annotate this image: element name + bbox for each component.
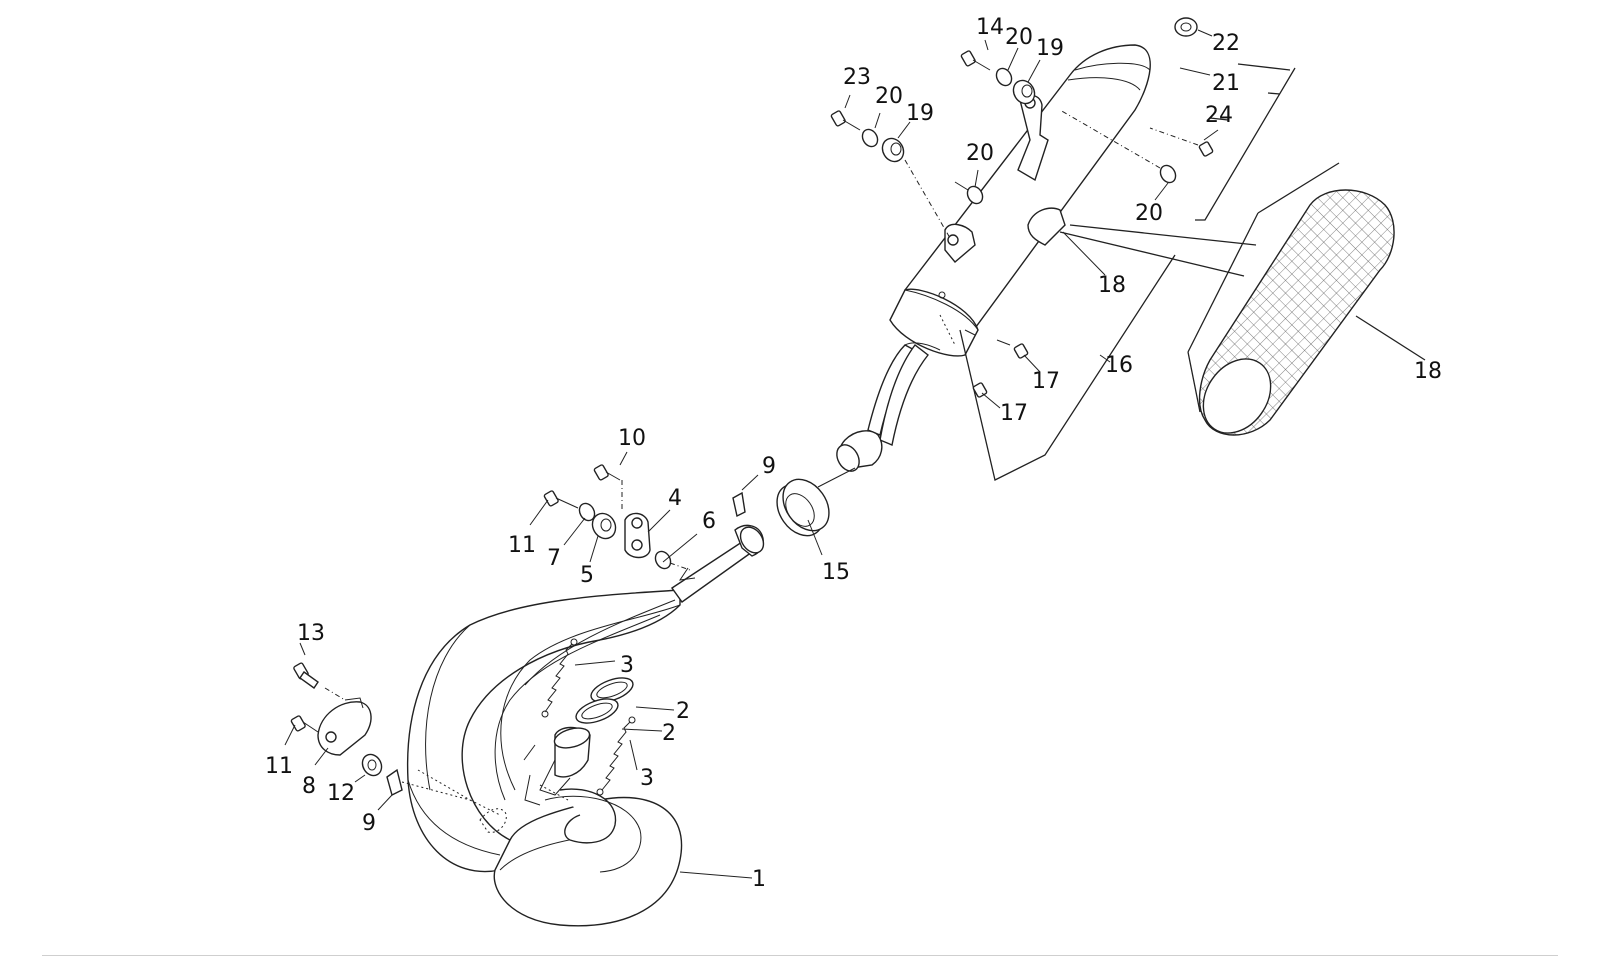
callout-6: 6	[702, 509, 716, 534]
spring-lower	[596, 716, 636, 796]
callout-20: 20	[1005, 25, 1033, 50]
expansion-chamber-pipe	[406, 589, 683, 927]
bolt-11-lower	[290, 715, 319, 733]
callout-9: 9	[362, 811, 376, 836]
clip-9-upper	[732, 491, 746, 518]
callout-20: 20	[966, 141, 994, 166]
callout-24: 24	[1205, 103, 1233, 128]
bolt-11-upper	[543, 490, 579, 509]
header-pipe	[671, 524, 765, 603]
grommet-19a	[881, 137, 951, 239]
coupling-sleeve	[776, 467, 856, 537]
callout-11: 11	[508, 533, 536, 558]
washer-20c	[954, 181, 984, 205]
mount-bracket-upper	[624, 512, 651, 559]
callout-12: 12	[327, 781, 355, 806]
washer-7	[578, 502, 596, 522]
bolt-23	[830, 110, 861, 131]
callout-23: 23	[843, 65, 871, 90]
footer-divider	[42, 955, 1558, 956]
callout-20: 20	[875, 84, 903, 109]
callout-2: 2	[676, 699, 690, 724]
washer-20b	[995, 67, 1013, 87]
callout-4: 4	[668, 486, 682, 511]
grommet-5	[591, 512, 617, 540]
callout-8: 8	[302, 774, 316, 799]
bolt-13	[293, 662, 346, 701]
callout-16: 16	[1105, 353, 1133, 378]
callout-1: 1	[752, 867, 766, 892]
screw-17a	[996, 339, 1029, 359]
silencer-body	[836, 44, 1151, 472]
callout-14: 14	[976, 15, 1004, 40]
screw-20d	[1059, 109, 1177, 184]
spring-upper	[541, 638, 578, 718]
spacer-6	[654, 550, 691, 571]
screw-24	[1149, 127, 1214, 157]
callout-9: 9	[762, 454, 776, 479]
callout-11: 11	[265, 754, 293, 779]
callout-18: 18	[1414, 359, 1442, 384]
washer-20a	[861, 128, 879, 148]
leader-lines	[284, 29, 1219, 879]
callout-21: 21	[1212, 71, 1240, 96]
callout-20: 20	[1135, 201, 1163, 226]
mount-bracket-left	[317, 697, 372, 756]
washer-22	[1174, 17, 1198, 37]
callout-labels: 1 2 2 3 3 4 5 6 7 8 9 9 10 11 11 12 13 1…	[265, 15, 1442, 892]
callout-19: 19	[906, 101, 934, 126]
callout-3: 3	[640, 766, 654, 791]
callout-13: 13	[297, 621, 325, 646]
callout-7: 7	[547, 546, 561, 571]
callout-2: 2	[662, 721, 676, 746]
silencer-heat-guard-plate	[1027, 207, 1066, 246]
callout-18: 18	[1098, 273, 1126, 298]
grommet-19b	[1012, 79, 1036, 105]
callout-10: 10	[618, 426, 646, 451]
grommet-12	[361, 753, 383, 777]
callout-15: 15	[822, 560, 850, 585]
callout-17: 17	[1000, 401, 1028, 426]
callout-19: 19	[1036, 36, 1064, 61]
exhaust-flange	[523, 726, 591, 806]
bolt-10	[593, 464, 623, 510]
callout-17: 17	[1032, 369, 1060, 394]
callout-22: 22	[1212, 31, 1240, 56]
callout-3: 3	[620, 653, 634, 678]
seal-ring-lower	[575, 698, 619, 724]
seal-ring-upper	[590, 677, 634, 703]
insulation-sleeve	[1059, 162, 1426, 436]
callout-5: 5	[580, 563, 594, 588]
clip-9-lower	[386, 768, 471, 801]
reference-outline	[959, 63, 1296, 481]
bolt-14	[960, 50, 991, 71]
